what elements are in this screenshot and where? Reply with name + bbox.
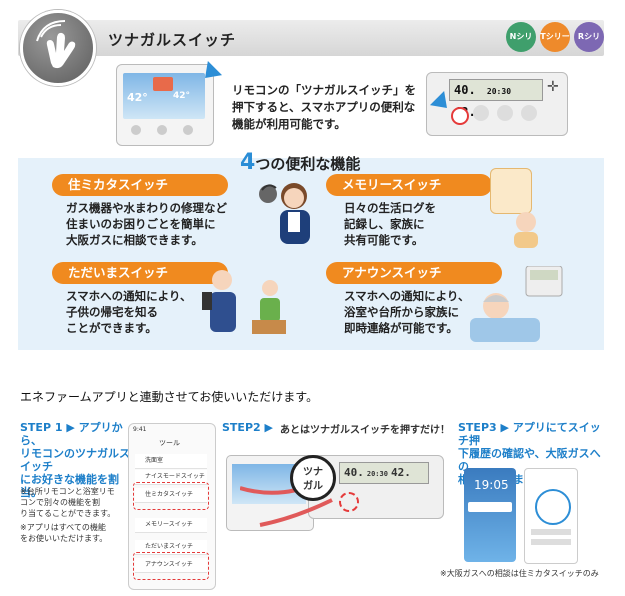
features-title: 4つの便利な機能 xyxy=(240,150,361,175)
phone-row: ナイスモードスイッチ xyxy=(135,470,207,485)
step2-text: あとはツナガルスイッチを押すだけ！ xyxy=(280,425,450,436)
house-icon xyxy=(153,77,173,91)
step1-note-1: ※台所リモコンと浴室リモコンで別々の機能を割り当てることができます。 xyxy=(20,487,116,518)
remote-button xyxy=(521,105,537,121)
feature-pill-announce: アナウンスイッチ xyxy=(326,262,502,284)
phone-row: ただいまスイッチ xyxy=(135,540,207,555)
tsunagaru-switch-button xyxy=(451,107,469,125)
app-lock-screen: 19:05 xyxy=(464,468,516,562)
app-home-screen xyxy=(524,468,578,564)
app-lead-text: エネファームアプリと連動させてお使いいただけます。 xyxy=(20,390,319,404)
phone-screen-title: ツール xyxy=(159,439,180,447)
bath-remote-image: 40. 20:30 42. ✛ xyxy=(426,72,568,136)
remote-screen: 42° 42° xyxy=(123,73,205,119)
remote-temp-left: 42° xyxy=(127,91,148,104)
intro-line: リモコンの「ツナガルスイッチ」を xyxy=(232,83,416,97)
phone-row: アナウンスイッチ xyxy=(135,558,207,573)
app-line xyxy=(531,529,571,535)
tap-hand-icon xyxy=(20,10,96,86)
feature-text-announce: スマホへの通知により、浴室や台所から家族に即時連絡が可能です。 xyxy=(344,289,470,335)
display-temp-left: 40. xyxy=(454,83,476,97)
feature-pill-memory: メモリースイッチ xyxy=(326,174,492,196)
phone-app-screenshot: 9:41 ツール 洗面室 ナイスモードスイッチ 住ミカタスイッチ メモリースイッ… xyxy=(128,423,216,590)
baby-illustration xyxy=(508,210,544,250)
feature-text-tadaima: スマホへの通知により、子供の帰宅を知ることができます。 xyxy=(66,289,192,335)
step2-label: STEP2 ▶ xyxy=(222,421,273,434)
kitchen-remote-image: 42° 42° xyxy=(116,64,214,146)
series-badge-r: Rシリーズ xyxy=(574,22,604,71)
highlight-box xyxy=(133,482,209,510)
intro-line: 機能が利用可能です。 xyxy=(232,117,346,131)
page-title: ツナガルスイッチ xyxy=(108,31,237,49)
phone-row: 洗面室 xyxy=(135,454,207,469)
step1-note-2: ※アプリはすべての機能をお使いいただけます。 xyxy=(20,523,108,543)
highlight-box xyxy=(133,552,209,580)
remote-button xyxy=(473,105,489,121)
remote-temp-right: 42° xyxy=(173,91,191,101)
phone-time: 9:41 xyxy=(133,426,147,433)
app-circle-icon xyxy=(535,489,571,525)
remote-button xyxy=(183,125,193,135)
calendar-illustration xyxy=(490,168,532,214)
remote-display: 40. 20:30 42. xyxy=(449,79,543,119)
step1-text: STEP 1 ▶ アプリから、リモコンのツナガルスイッチにお好きな機能を割当。 xyxy=(20,421,130,499)
phone-row: 住ミカタスイッチ xyxy=(135,488,207,503)
tsunagaru-badge: ツナガル xyxy=(290,455,336,501)
series-badge-t: Tシリーズ xyxy=(540,22,570,71)
consultant-illustration xyxy=(256,176,316,246)
intro-line: 押下すると、スマホアプリの便利な xyxy=(232,100,416,114)
sparkle-icon: ✛ xyxy=(547,79,559,95)
feature-pill-sumikata: 住ミカタスイッチ xyxy=(52,174,228,196)
series-badge-n: Nシリーズ xyxy=(506,22,536,71)
remote-button xyxy=(497,105,513,121)
remote-button xyxy=(157,125,167,135)
lock-time: 19:05 xyxy=(474,478,509,492)
phone-row: メモリースイッチ xyxy=(135,518,207,533)
notification xyxy=(468,502,512,512)
feature-pill-tadaima: ただいまスイッチ xyxy=(52,262,228,284)
tsunagaru-switch-button xyxy=(339,492,359,512)
app-line xyxy=(531,539,571,545)
remote-button xyxy=(131,125,141,135)
intro-text: リモコンの「ツナガルスイッチ」を 押下すると、スマホアプリの便利な 機能が利用可… xyxy=(232,82,422,133)
bath-elder-illustration xyxy=(466,265,566,344)
display-time: 20:30 xyxy=(486,87,512,96)
step3-footnote: ※大阪ガスへの相談は住ミカタスイッチのみ xyxy=(440,569,599,578)
feature-text-sumikata: ガス機器や水まわりの修理など住まいのお困りごとを簡単に大阪ガスに相談できます。 xyxy=(66,201,227,247)
feature-text-memory: 日々の生活ログを記録し、家族に共有可能です。 xyxy=(344,201,436,247)
family-illustration xyxy=(200,262,290,336)
